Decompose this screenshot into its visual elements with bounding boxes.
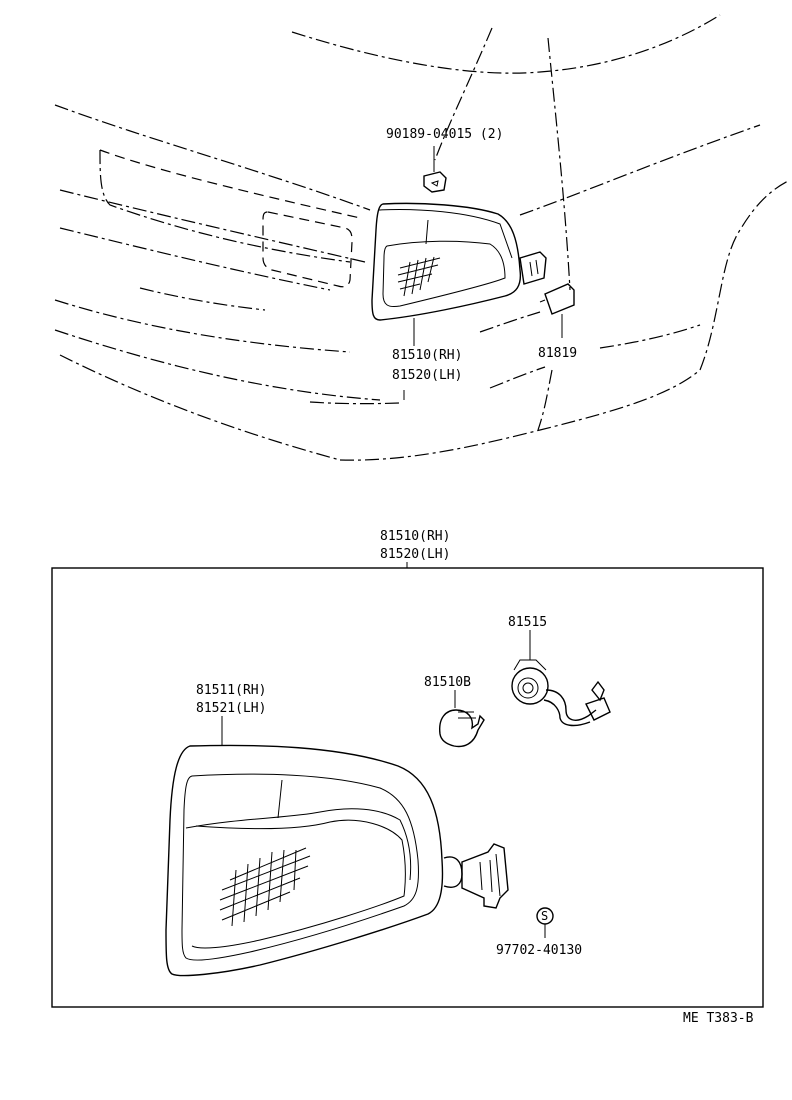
label-lens-lh: 81521(LH) <box>196 701 266 716</box>
vehicle-body-outline <box>54 14 791 461</box>
label-clip-part: 90189-04015 (2) <box>386 127 503 142</box>
clip-part-90189 <box>423 146 447 193</box>
lamp-installed-top <box>371 202 547 400</box>
label-lamp-lh-top: 81520(LH) <box>392 368 462 383</box>
figure-code: ME T383-B <box>683 1011 754 1026</box>
label-lens-rh: 81511(RH) <box>196 683 266 698</box>
label-socket-part: 81515 <box>508 615 547 630</box>
label-lamp-rh-top: 81510(RH) <box>392 348 462 363</box>
screw-symbol: S <box>536 907 554 938</box>
screw-symbol-letter: S <box>541 909 548 923</box>
bulb-part-81510b <box>439 690 485 748</box>
lens-part-81511 <box>165 744 509 977</box>
cover-part-81819 <box>539 283 575 338</box>
label-assembly-rh: 81510(RH) <box>380 529 450 544</box>
label-assembly-lh: 81520(LH) <box>380 547 450 562</box>
label-cover-part: 81819 <box>538 346 577 361</box>
assembly-frame <box>51 567 764 1008</box>
label-bulb-part: 81510B <box>424 675 471 690</box>
label-screw-part: 97702-40130 <box>496 943 582 958</box>
socket-part-81515 <box>511 630 611 727</box>
